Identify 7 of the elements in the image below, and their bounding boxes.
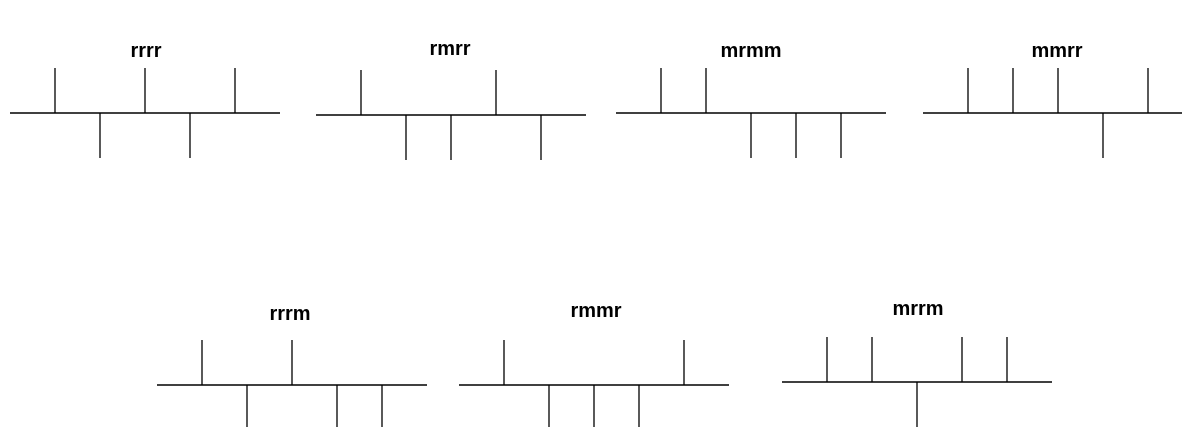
sequence-label: mrrm xyxy=(892,296,944,320)
sequence-label: rmmr xyxy=(570,298,622,322)
sequence-label: rmrr xyxy=(429,36,471,60)
sequence-label: mrmm xyxy=(720,38,782,62)
sequence-label: rrrr xyxy=(130,38,162,62)
sequence-label: mmrr xyxy=(1031,38,1083,62)
sequence-label: rrrm xyxy=(269,301,311,325)
